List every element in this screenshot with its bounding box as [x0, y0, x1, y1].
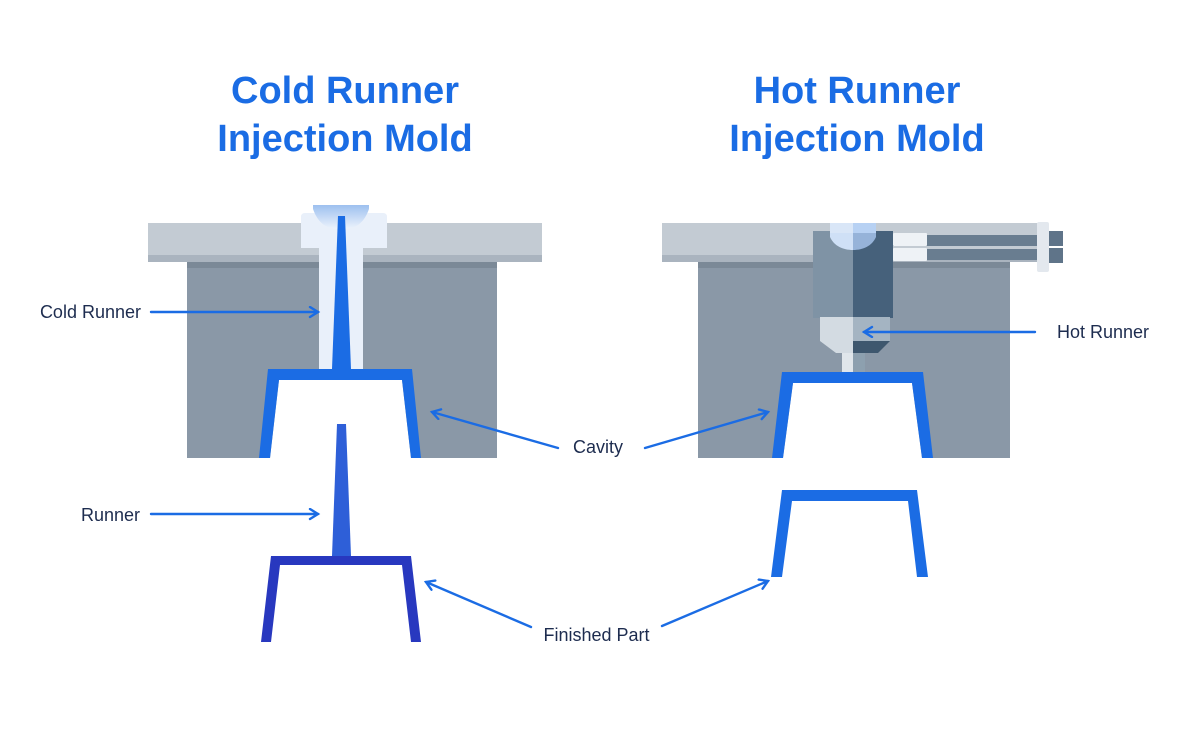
heater-rod-top [893, 235, 1039, 246]
heater-end-stub-bottom [1049, 248, 1063, 263]
heater-rods [893, 222, 1063, 272]
nozzle-mid-left [820, 317, 853, 353]
runner-stem [332, 424, 351, 556]
cold-runner-title: Cold Runner Injection Mold [145, 67, 545, 163]
finished-part-arrow-left [426, 582, 533, 629]
nozzle-mid-right [853, 317, 890, 341]
cold-runner-sprue [332, 216, 351, 369]
nozzle-mid-right-shadow [853, 341, 890, 353]
cavity-label: Cavity [572, 437, 623, 457]
nozzle-funnel-opening-right [853, 223, 876, 233]
finished-part-arrow-right [660, 581, 768, 628]
hot-runner-title: Hot Runner Injection Mold [657, 67, 1057, 163]
cold-runner-title-line2: Injection Mold [217, 118, 473, 160]
heater-end-stub-top [1049, 231, 1063, 246]
runner-label: Runner [80, 505, 140, 525]
cold-runner-label: Cold Runner [39, 302, 141, 322]
cold-runner-ejected-part [261, 424, 421, 642]
cavity-arrow-right [643, 412, 768, 450]
nozzle-tip-right [853, 353, 865, 374]
cold-cavity-outline [259, 369, 421, 458]
hot-runner-mold [662, 222, 1063, 458]
heater-connector-bottom [893, 248, 927, 261]
heater-rod-bottom [893, 249, 1039, 260]
nozzle-tip-left [842, 353, 853, 374]
hot-finished-part-outline [771, 490, 928, 577]
cold-cavity-interior [270, 380, 411, 458]
callout-arrows [149, 312, 1037, 629]
hot-runner-title-line1: Hot Runner [753, 70, 961, 112]
hot-runner-nozzle [813, 223, 893, 374]
hot-runner-label: Hot Runner [1057, 322, 1150, 342]
hot-runner-ejected-part [771, 490, 928, 577]
cold-runner-title-line1: Cold Runner [231, 70, 459, 112]
cold-runner-mold [148, 205, 542, 458]
cavity-arrow-left [432, 412, 560, 450]
finished-part-label: Finished Part [543, 625, 650, 645]
cold-finished-part-outline [261, 556, 421, 642]
nozzle-funnel-dome-right [853, 233, 876, 250]
hot-cavity-interior [783, 383, 922, 458]
hot-runner-title-line2: Injection Mold [729, 118, 985, 160]
heater-end-bar [1037, 222, 1049, 272]
heater-connector-top [893, 233, 927, 246]
nozzle-funnel-dome-left [830, 233, 853, 250]
hot-cavity-outline [772, 372, 933, 458]
nozzle-funnel-opening-left [830, 223, 853, 233]
